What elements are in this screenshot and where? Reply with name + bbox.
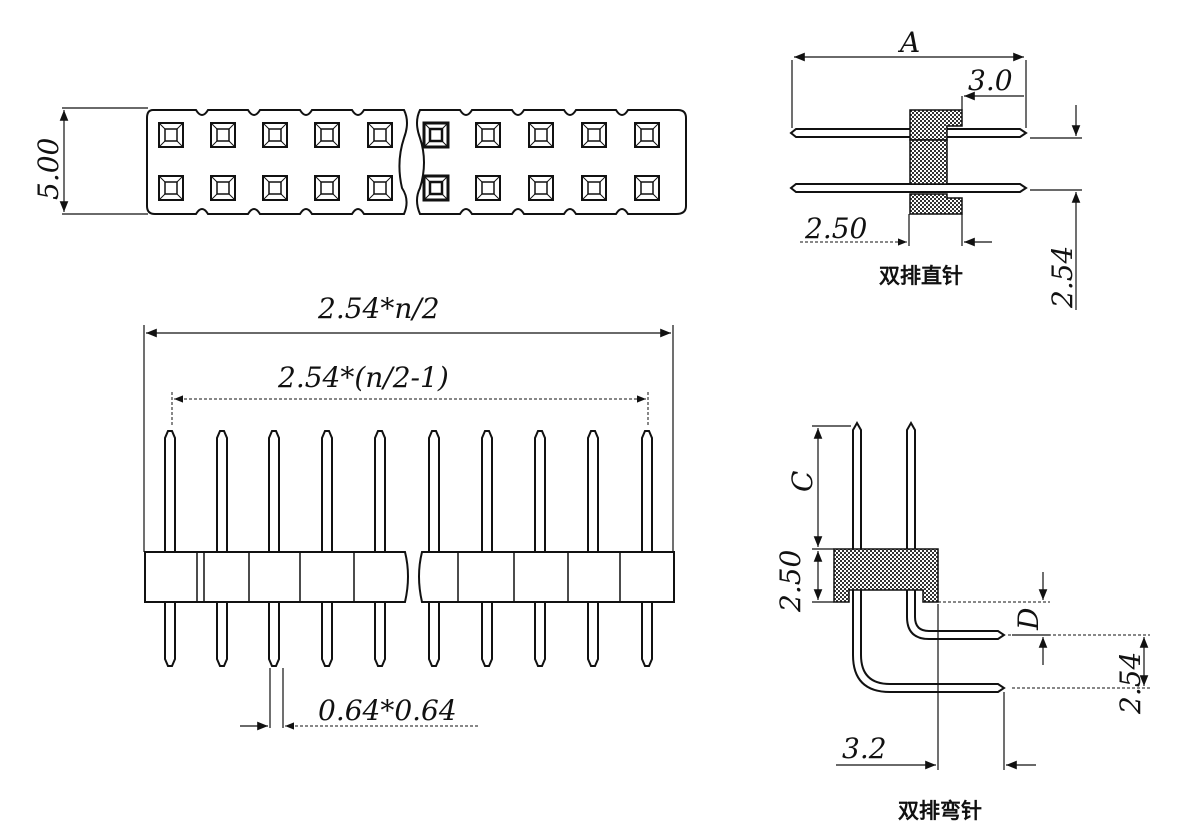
- pad-square: [262, 122, 288, 148]
- pin: [587, 430, 599, 667]
- pin: [321, 430, 333, 667]
- caption-bent: 双排弯针: [898, 799, 982, 823]
- bent-side-view: C 2.50 D 2.54 3.2 双排弯针: [774, 420, 1150, 823]
- front-view: 2.54*n/2 2.54*(n/2-1) 0.64*0.64: [143, 292, 675, 731]
- top-view: 5.00: [32, 107, 687, 215]
- pad-square: [581, 122, 607, 148]
- dim-bent-32: 3.2: [842, 732, 887, 765]
- pad-square: [210, 122, 236, 148]
- pad-square: [210, 175, 236, 201]
- pad-square: [528, 175, 554, 201]
- pad-square: [314, 175, 340, 201]
- pad-square: [581, 175, 607, 201]
- pad-square: [475, 122, 501, 148]
- pin: [268, 430, 280, 667]
- pin: [534, 430, 546, 667]
- pad-square: [634, 175, 660, 201]
- dim-bent-C: C: [786, 471, 819, 492]
- caption-straight: 双排直针: [879, 264, 963, 288]
- pad-square: [314, 122, 340, 148]
- pin: [216, 430, 228, 667]
- dim-bent-254: 2.54: [1114, 652, 1147, 715]
- pad-square: [158, 175, 184, 201]
- dim-width-pitch: 2.54*(n/2-1): [277, 361, 449, 394]
- dim-straight-250: 2.50: [804, 212, 867, 245]
- dim-height-top: 5.00: [32, 138, 65, 200]
- dim-pin-section: 0.64*0.64: [318, 694, 457, 727]
- pin: [481, 430, 493, 667]
- dim-bent-250: 2.50: [774, 550, 807, 613]
- pad-square: [634, 122, 660, 148]
- pad-square: [475, 175, 501, 201]
- pad-square: [367, 122, 393, 148]
- pin: [428, 430, 440, 667]
- dim-bent-D: D: [1012, 608, 1045, 631]
- pin: [164, 430, 176, 667]
- pad-square: [528, 122, 554, 148]
- pad-square: [262, 175, 288, 201]
- dim-straight-A: A: [897, 26, 920, 59]
- dim-width-total: 2.54*n/2: [317, 292, 440, 325]
- straight-side-view: A 3.0 2.54 2.50 双排直针: [789, 26, 1082, 310]
- pad-square: [158, 122, 184, 148]
- pad-square: [422, 174, 450, 202]
- dim-straight-254: 2.54: [1046, 246, 1079, 309]
- pin: [374, 430, 386, 667]
- pin: [641, 430, 653, 667]
- pad-square: [367, 175, 393, 201]
- pad-square: [422, 121, 450, 149]
- dim-straight-3: 3.0: [968, 64, 1013, 97]
